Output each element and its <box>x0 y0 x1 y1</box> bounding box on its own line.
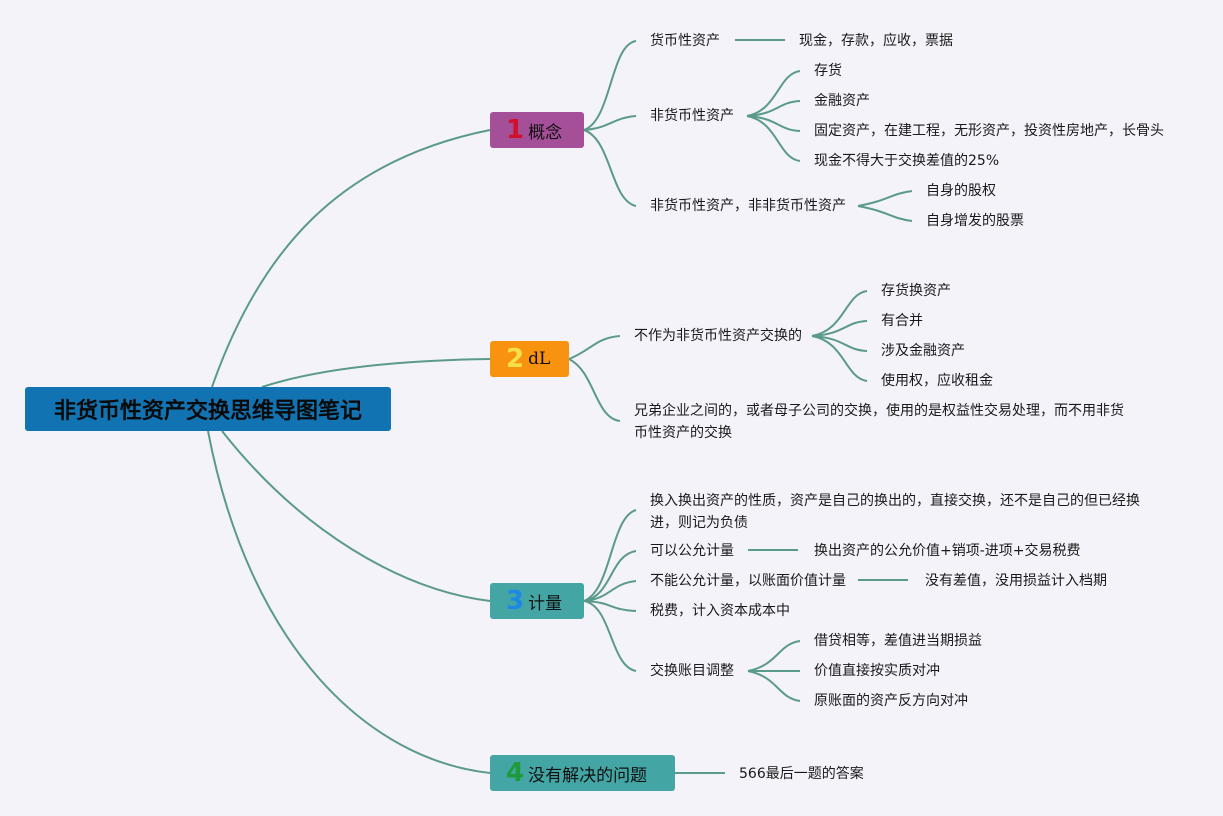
b3-child-1[interactable]: 换入换出资产的性质，资产是自己的换出的，直接交换，还不是自己的但已经换进，则记为… <box>650 493 1140 531</box>
b3-child-5-leaf-1[interactable]: 借贷相等，差值进当期损益 <box>814 633 982 649</box>
b1-child-2-leaf-3[interactable]: 固定资产，在建工程，无形资产，投资性房地产，长骨头 <box>814 123 1164 139</box>
branch-1-label: 概念 <box>528 122 563 143</box>
link-b3-c3 <box>583 580 637 602</box>
link-root-branch-1 <box>211 129 491 388</box>
root-title: 非货币性资产交换思维导图笔记 <box>53 399 362 424</box>
b3-child-2[interactable]: 可以公允计量 <box>650 543 734 559</box>
link-root-branch-3 <box>221 430 491 602</box>
branch-3-number: 3 <box>506 586 525 616</box>
b1-child-1-leaf-1[interactable]: 现金，存款，应收，票据 <box>799 33 953 49</box>
b2-child-1-leaf-2[interactable]: 有合并 <box>881 313 923 329</box>
b3-child-5-leaf-2[interactable]: 价值直接按实质对冲 <box>814 663 940 679</box>
b1-child-2[interactable]: 非货币性资产 <box>650 108 734 124</box>
link-b3-c1 <box>583 509 637 602</box>
branch-4-number: 4 <box>506 758 525 788</box>
root-node[interactable]: 非货币性资产交换思维导图笔记 <box>25 387 391 431</box>
b2-child-1-leaf-3[interactable]: 涉及金融资产 <box>881 343 965 359</box>
b1-child-3[interactable]: 非货币性资产，非非货币性资产 <box>650 198 846 214</box>
link-b1-c2 <box>583 115 637 131</box>
b3-child-4[interactable]: 税费，计入资本成本中 <box>650 603 790 619</box>
link-root-branch-4 <box>207 430 491 774</box>
branch-2-node[interactable]: 2 dL <box>490 341 569 377</box>
b3-child-5[interactable]: 交换账目调整 <box>650 663 734 679</box>
b2-child-1[interactable]: 不作为非货币性资产交换的 <box>634 328 802 344</box>
b1-child-1[interactable]: 货币性资产 <box>650 33 720 49</box>
branch-1-node[interactable]: 1 概念 <box>490 112 584 148</box>
b2-child-1-leaf-1[interactable]: 存货换资产 <box>881 283 951 299</box>
link-b3-c5 <box>583 600 637 672</box>
branch-2-label: dL <box>528 349 551 369</box>
b1-child-2-leaf-2[interactable]: 金融资产 <box>814 93 870 109</box>
link-b3-c2 <box>583 550 637 602</box>
link-b1-c1 <box>583 40 637 131</box>
link-root-branch-2 <box>261 358 491 388</box>
b3-child-2-leaf-1[interactable]: 换出资产的公允价值+销项-进项+交易税费 <box>814 543 1081 559</box>
b2-child-2[interactable]: 兄弟企业之间的，或者母子公司的交换，使用的是权益性交易处理，而不用非货币性资产的… <box>634 403 1124 441</box>
b1-child-2-leaf-1[interactable]: 存货 <box>814 63 842 79</box>
link-b2-c2 <box>568 358 621 422</box>
b1-child-2-leaf-4[interactable]: 现金不得大于交换差值的25% <box>814 153 1000 169</box>
b1-child-3-leaf-2[interactable]: 自身增发的股票 <box>926 213 1024 229</box>
branch-1-number: 1 <box>506 115 525 145</box>
b2-child-1-leaf-4[interactable]: 使用权，应收租金 <box>881 373 993 389</box>
branch-2-number: 2 <box>506 344 525 374</box>
b4-child-1[interactable]: 566最后一题的答案 <box>739 766 864 782</box>
branch-4-label: 没有解决的问题 <box>528 765 648 786</box>
link-b3-c4 <box>583 600 637 612</box>
branch-3-label: 计量 <box>528 593 563 614</box>
branch-4-node[interactable]: 4 没有解决的问题 <box>490 755 675 791</box>
b3-child-3-leaf-1[interactable]: 没有差值，没用损益计入档期 <box>925 573 1107 589</box>
link-b2-c1 <box>568 335 621 360</box>
branch-3-node[interactable]: 3 计量 <box>490 583 584 619</box>
b3-child-3[interactable]: 不能公允计量，以账面价值计量 <box>650 573 846 589</box>
link-b1-c3 <box>583 129 637 207</box>
b1-child-3-leaf-1[interactable]: 自身的股权 <box>926 183 996 199</box>
b3-child-5-leaf-3[interactable]: 原账面的资产反方向对冲 <box>814 693 968 709</box>
